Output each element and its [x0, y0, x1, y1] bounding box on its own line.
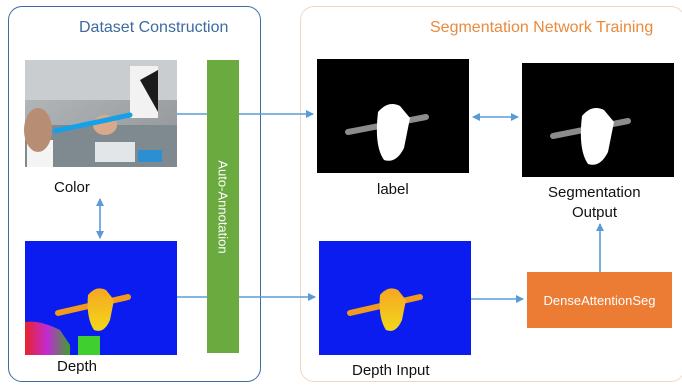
segmentation-training-title: Segmentation Network Training: [430, 19, 654, 36]
segmentation-output-caption-line2: Output: [572, 204, 618, 221]
segmentation-output-image: [522, 63, 674, 177]
label-caption: label: [377, 181, 409, 198]
color-caption: Color: [54, 179, 90, 196]
segmentation-training-panel: [300, 6, 682, 382]
depth-image: [25, 241, 177, 355]
label-image: [317, 59, 469, 173]
dataset-construction-title: Dataset Construction: [79, 19, 229, 36]
dense-attention-seg-block: DenseAttentionSeg: [527, 272, 672, 328]
depth-input-caption: Depth Input: [352, 362, 430, 379]
auto-annotation-label: Auto-Annotation: [215, 159, 231, 254]
depth-caption: Depth: [57, 358, 98, 375]
dataset-construction-panel: [8, 6, 261, 382]
color-image: [24, 60, 177, 167]
segmentation-output-caption-line1: Segmentation: [548, 184, 641, 201]
depth-input-image: [319, 241, 471, 355]
auto-annotation-block: Auto-Annotation: [207, 60, 239, 353]
